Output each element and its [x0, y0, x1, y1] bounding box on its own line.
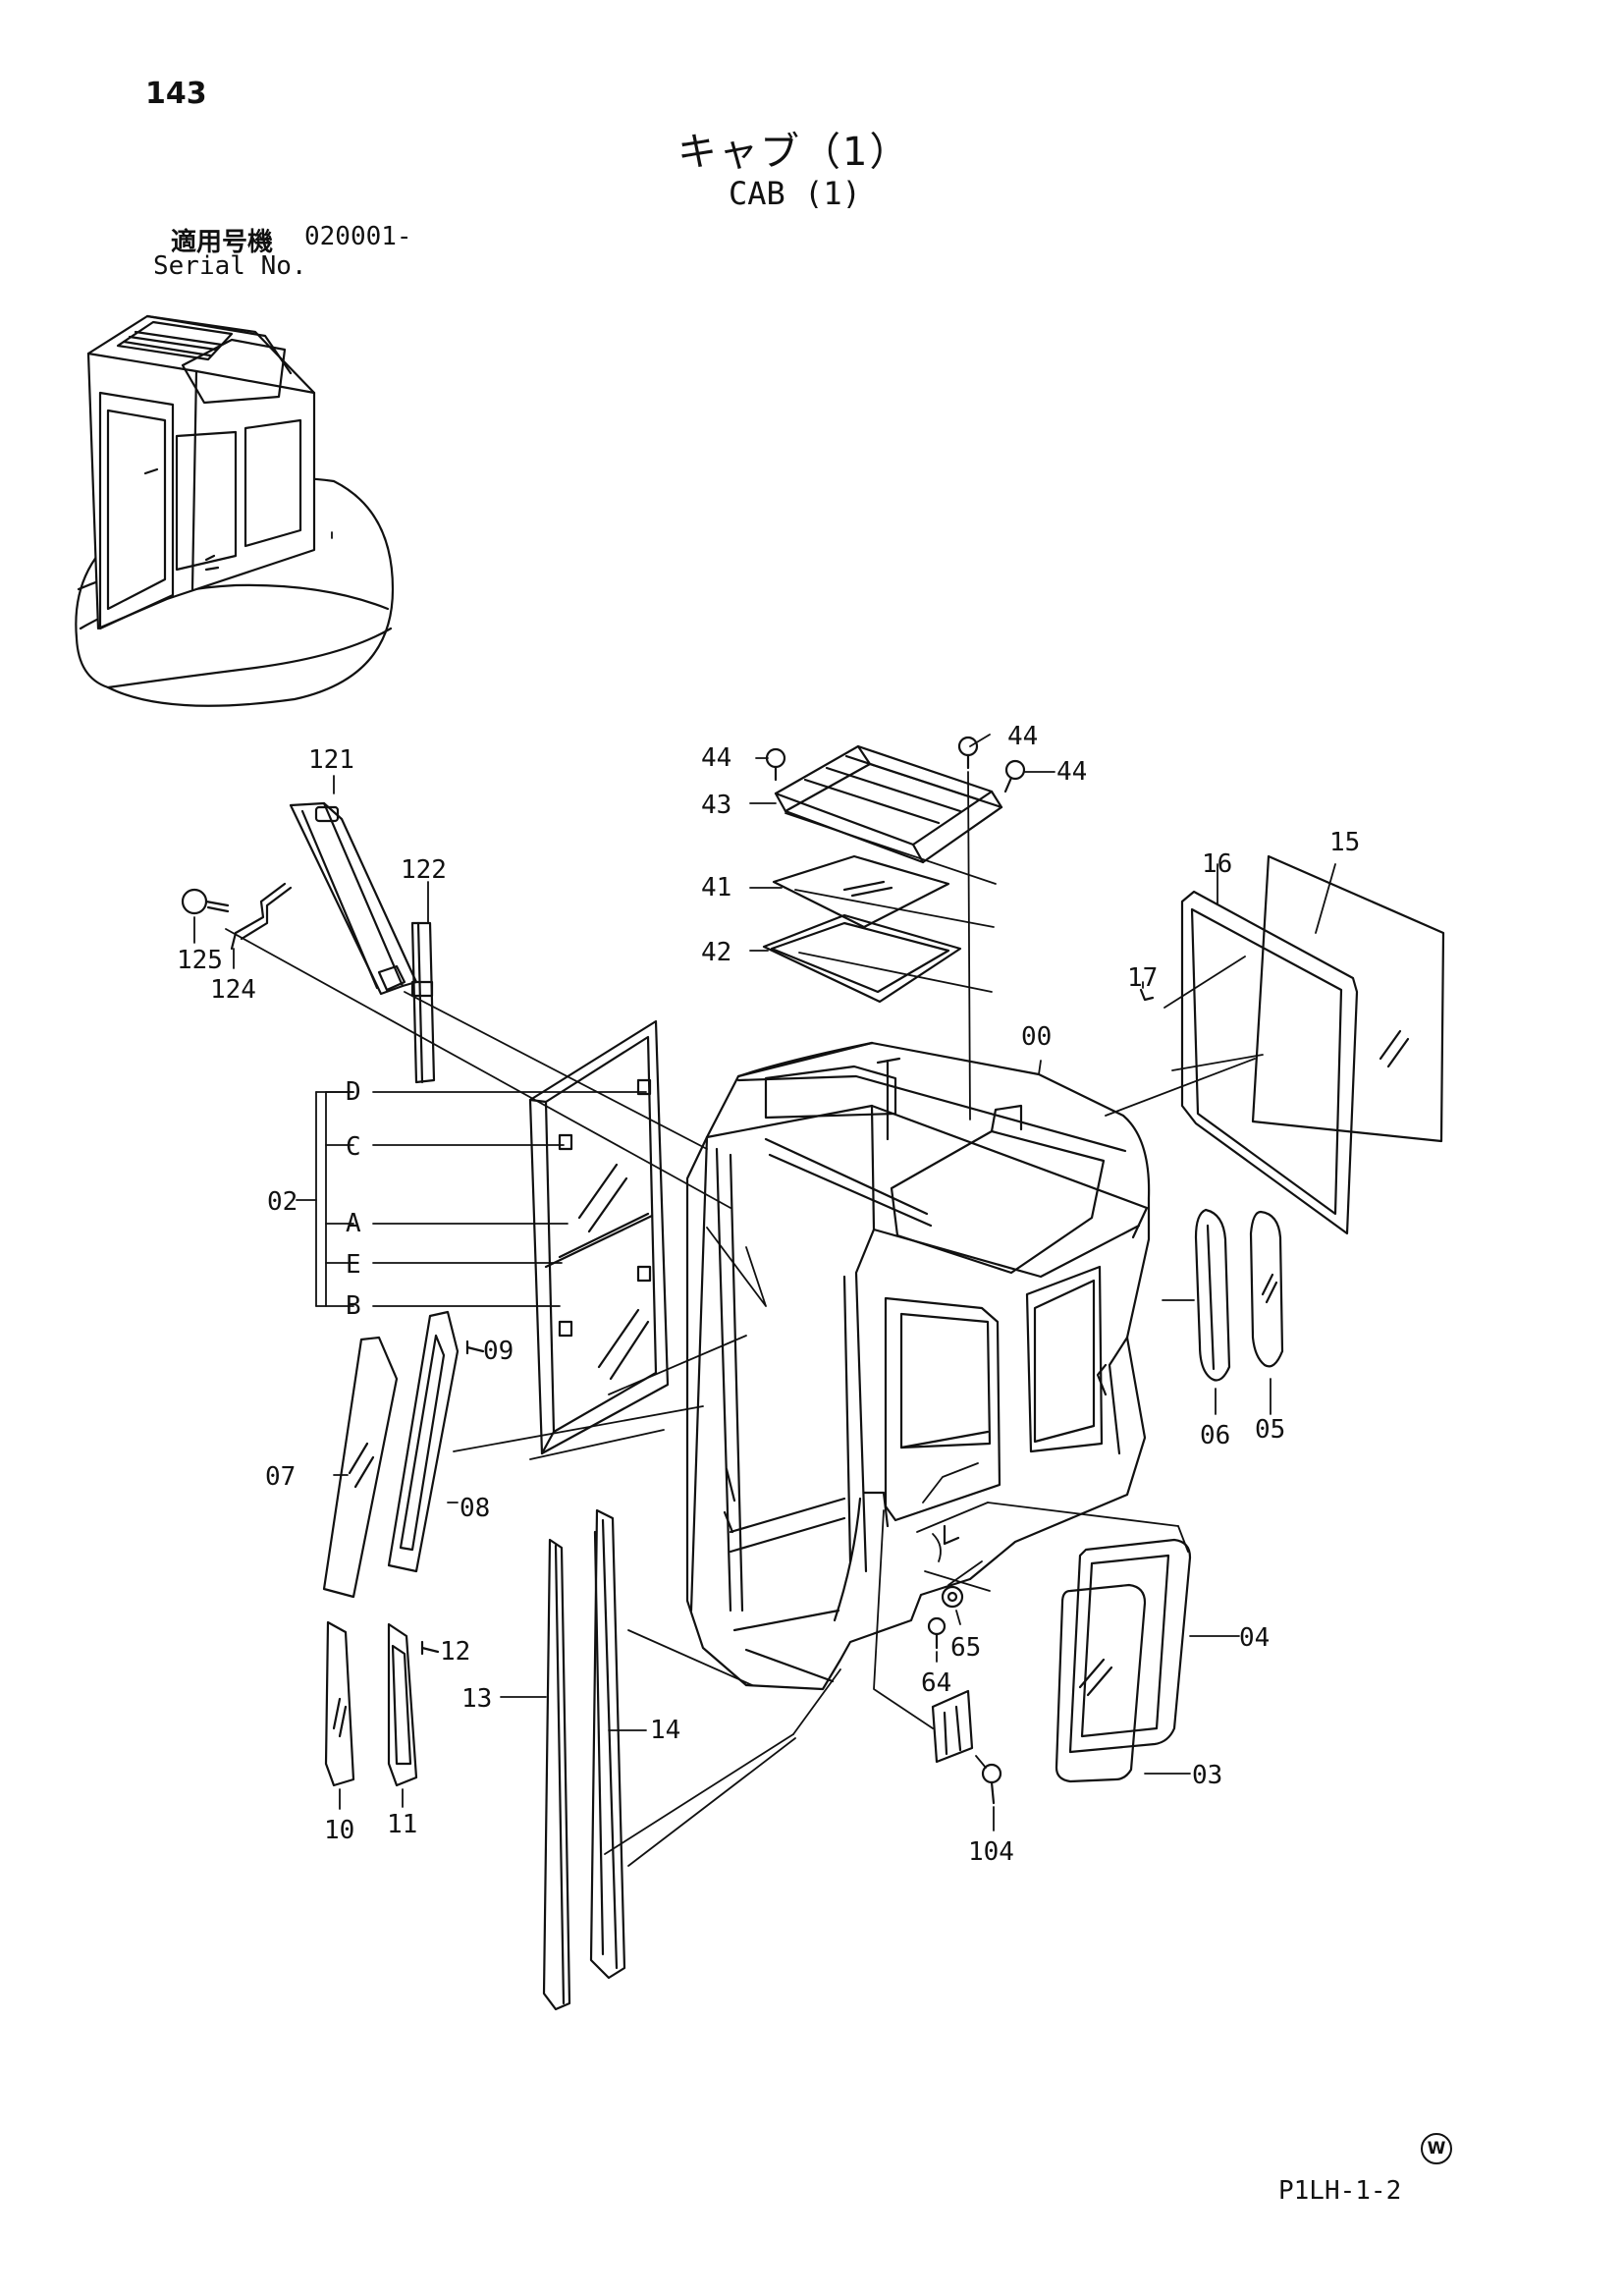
- callout-13: 13: [461, 1684, 492, 1714]
- callout-104: 104: [968, 1837, 1014, 1867]
- part-12-pin: [420, 1640, 440, 1656]
- part-07-glass: [322, 1336, 399, 1599]
- callout-B: B: [346, 1291, 361, 1321]
- callout-124: 124: [210, 975, 256, 1005]
- page-title-japanese: キャブ（1）: [677, 130, 911, 175]
- part-05-glass: [1249, 1210, 1284, 1368]
- callout-11: 11: [387, 1810, 417, 1839]
- callout-125: 125: [177, 946, 223, 975]
- drawing-code: P1LH-1-2: [1278, 2176, 1402, 2206]
- callout-E: E: [346, 1250, 361, 1280]
- part-06-seal: [1194, 1208, 1231, 1382]
- callout-A: A: [346, 1209, 361, 1238]
- w-circle-mark: W: [1421, 2133, 1452, 2164]
- callout-64: 64: [921, 1668, 951, 1698]
- part-04-seal: [1068, 1538, 1192, 1754]
- callout-17: 17: [1127, 963, 1158, 993]
- part-03-glass: [1055, 1583, 1147, 1783]
- part-15-rear-glass: [1251, 854, 1445, 1143]
- part-44-bolts: [765, 736, 1026, 793]
- part-08-seal-frame: [387, 1310, 460, 1573]
- part-65-nut: [941, 1585, 964, 1609]
- callout-12: 12: [440, 1637, 470, 1667]
- leader-lines: [193, 531, 1336, 1867]
- callout-C: C: [346, 1132, 361, 1162]
- callout-16: 16: [1202, 849, 1232, 879]
- callout-14: 14: [650, 1716, 680, 1745]
- part-02-door: [528, 1019, 670, 1455]
- serial-number-value: 020001-: [304, 222, 412, 251]
- callout-15: 15: [1329, 828, 1360, 857]
- part-13-seal: [542, 1538, 571, 2011]
- machine-overview-illustration: [75, 314, 395, 707]
- page-title-english: CAB (1): [729, 175, 861, 212]
- part-16-rear-seal: [1180, 890, 1359, 1235]
- part-hinge-plate: [931, 1689, 974, 1764]
- callout-121: 121: [308, 745, 354, 775]
- callout-03: 03: [1192, 1761, 1222, 1790]
- part-125-bolt: [181, 888, 230, 915]
- serial-label-japanese: 適用号機: [171, 228, 274, 257]
- callout-41: 41: [701, 873, 731, 902]
- part-122-strip: [410, 921, 436, 1084]
- part-00-cab-frame: [685, 1041, 1151, 1691]
- part-64-bolt: [927, 1616, 947, 1650]
- callout-D: D: [346, 1077, 361, 1107]
- part-14-seal: [589, 1508, 626, 1980]
- part-42-roof-seal: [762, 913, 962, 1004]
- part-10-glass: [324, 1620, 355, 1787]
- callout-42: 42: [701, 938, 731, 967]
- part-104-bolt: [981, 1763, 1002, 1805]
- callout-44-left: 44: [701, 743, 731, 773]
- callout-02: 02: [267, 1187, 298, 1217]
- part-11-seal-frame: [387, 1622, 418, 1787]
- callout-65: 65: [950, 1633, 981, 1663]
- callout-44-top: 44: [1007, 722, 1038, 751]
- page-number: 143: [145, 77, 207, 111]
- callout-04: 04: [1239, 1623, 1270, 1653]
- callout-10: 10: [324, 1816, 354, 1845]
- part-124-lever: [230, 882, 293, 951]
- callout-08: 08: [460, 1494, 490, 1523]
- serial-label-english: Serial No.: [153, 251, 307, 281]
- callout-44-right: 44: [1056, 757, 1087, 787]
- part-121-lever-bracket: [289, 801, 418, 996]
- callout-07: 07: [265, 1462, 296, 1492]
- callout-00: 00: [1021, 1022, 1052, 1052]
- part-09-pin: [465, 1339, 485, 1355]
- callout-122: 122: [401, 855, 447, 885]
- callout-05: 05: [1255, 1415, 1285, 1445]
- callout-43: 43: [701, 791, 731, 820]
- callout-06: 06: [1200, 1421, 1230, 1450]
- part-43-roof-guard: [774, 744, 1003, 864]
- callout-09: 09: [483, 1337, 514, 1366]
- part-41-roof-glass: [772, 854, 950, 929]
- part-17-clip: [1139, 988, 1155, 1002]
- callout-labels: 121 122 125 124 44 44 44 43 41 42 15 16 …: [177, 722, 1360, 1867]
